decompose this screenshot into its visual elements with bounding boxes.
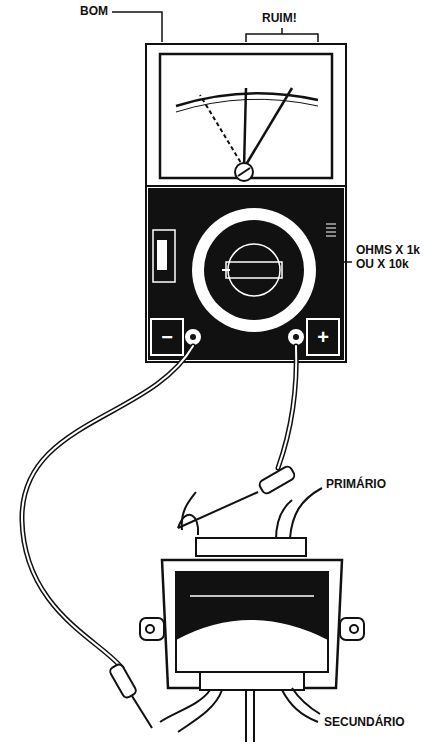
terminal-sign: + — [317, 327, 329, 347]
terminal-sign: − — [161, 327, 173, 347]
jack — [287, 328, 305, 346]
label-bad: RUIM! — [262, 12, 297, 26]
selector-knob — [226, 262, 282, 278]
selector-ring — [192, 208, 316, 332]
terminal-panel: + — [306, 318, 340, 356]
meter-body — [146, 44, 346, 362]
jack — [184, 328, 202, 346]
bracket — [246, 34, 318, 42]
winding-label: SECUNDÁRIO — [324, 716, 405, 730]
needle-bad — [244, 88, 292, 168]
needle-good — [200, 95, 244, 168]
control-panel — [148, 188, 344, 360]
needle-bad — [244, 88, 246, 168]
test-probe — [108, 663, 152, 728]
label-good: BOM — [80, 5, 108, 19]
winding-label: PRIMÁRIO — [326, 478, 386, 492]
terminal-panel: − — [150, 318, 184, 356]
meter-window — [160, 54, 332, 178]
transformer — [140, 488, 364, 742]
range-label: OHMS X 1k OU X 10k — [356, 244, 426, 272]
